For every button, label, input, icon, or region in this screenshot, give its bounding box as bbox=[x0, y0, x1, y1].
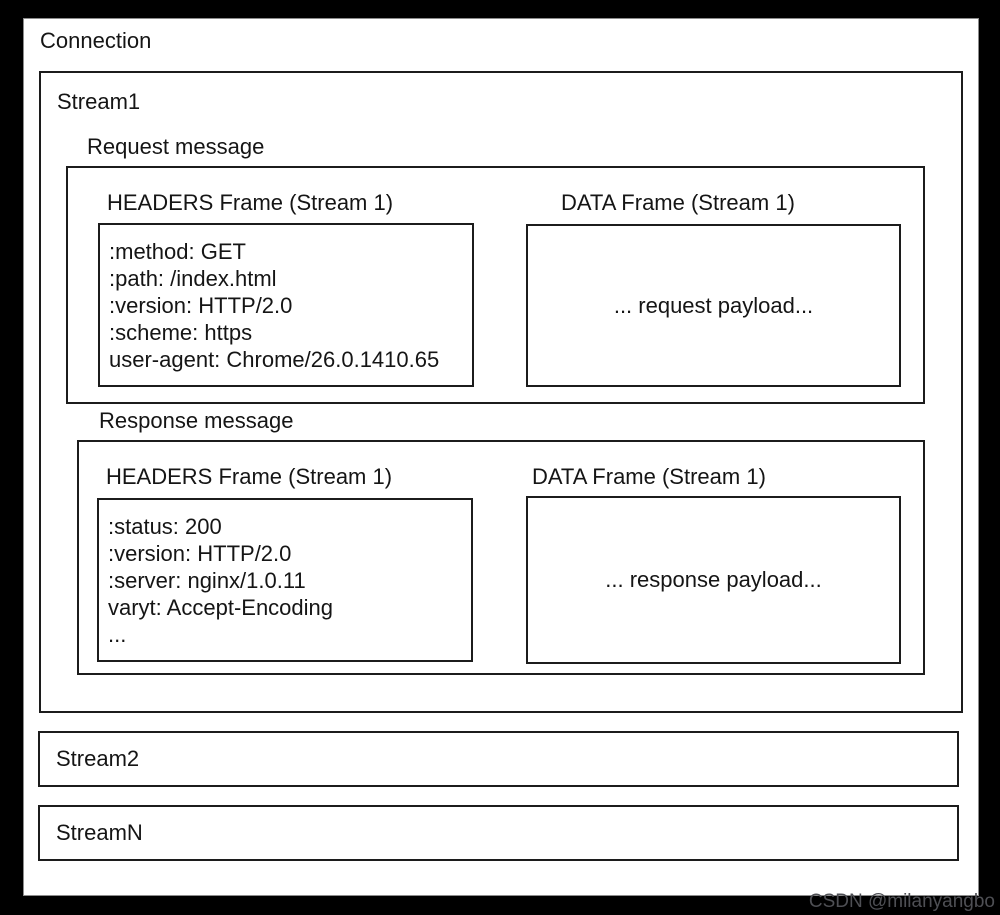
response-data-frame-title: DATA Frame (Stream 1) bbox=[532, 464, 766, 489]
response-message-label: Response message bbox=[99, 408, 294, 433]
response-headers-frame-title: HEADERS Frame (Stream 1) bbox=[106, 464, 393, 489]
streamN-box: StreamN bbox=[38, 805, 959, 861]
diagram-page: Connection Stream1 Request message HEADE… bbox=[23, 18, 979, 896]
stream2-label: Stream2 bbox=[56, 746, 140, 771]
header-line: :path: /index.html bbox=[109, 266, 277, 291]
request-data-frame-title: DATA Frame (Stream 1) bbox=[561, 190, 795, 215]
header-line: :version: HTTP/2.0 bbox=[109, 293, 293, 318]
response-data-frame-box: ... response payload... bbox=[526, 496, 901, 664]
header-line: user-agent: Chrome/26.0.1410.65 bbox=[109, 347, 440, 372]
request-headers-frame-box: :method: GET :path: /index.html :version… bbox=[98, 223, 474, 387]
header-line: :version: HTTP/2.0 bbox=[108, 541, 292, 566]
response-message-box: HEADERS Frame (Stream 1) :status: 200 :v… bbox=[77, 440, 925, 675]
header-line: :scheme: https bbox=[109, 320, 253, 345]
stream2-box: Stream2 bbox=[38, 731, 959, 787]
response-payload-text: ... response payload... bbox=[605, 567, 822, 592]
stream1-label: Stream1 bbox=[57, 89, 141, 114]
request-headers-lines: :method: GET :path: /index.html :version… bbox=[100, 225, 472, 373]
csdn-watermark: CSDN @milanyangbo bbox=[808, 891, 995, 912]
response-headers-lines: :status: 200 :version: HTTP/2.0 :server:… bbox=[99, 500, 471, 648]
request-payload-text: ... request payload... bbox=[613, 292, 814, 318]
request-data-frame-box: ... request payload... bbox=[526, 224, 901, 387]
header-line: :server: nginx/1.0.11 bbox=[108, 568, 306, 593]
response-headers-frame-box: :status: 200 :version: HTTP/2.0 :server:… bbox=[97, 498, 473, 662]
header-line: :method: GET bbox=[109, 239, 246, 264]
request-message-box: HEADERS Frame (Stream 1) :method: GET :p… bbox=[66, 166, 925, 404]
stream1-box: Stream1 Request message HEADERS Frame (S… bbox=[39, 71, 963, 713]
header-line: varyt: Accept-Encoding bbox=[108, 595, 334, 620]
header-line: :status: 200 bbox=[108, 514, 222, 539]
connection-label: Connection bbox=[40, 28, 152, 53]
streamN-label: StreamN bbox=[56, 820, 143, 845]
header-line: ... bbox=[108, 622, 127, 647]
request-headers-frame-title: HEADERS Frame (Stream 1) bbox=[107, 190, 394, 215]
request-message-label: Request message bbox=[87, 134, 265, 159]
